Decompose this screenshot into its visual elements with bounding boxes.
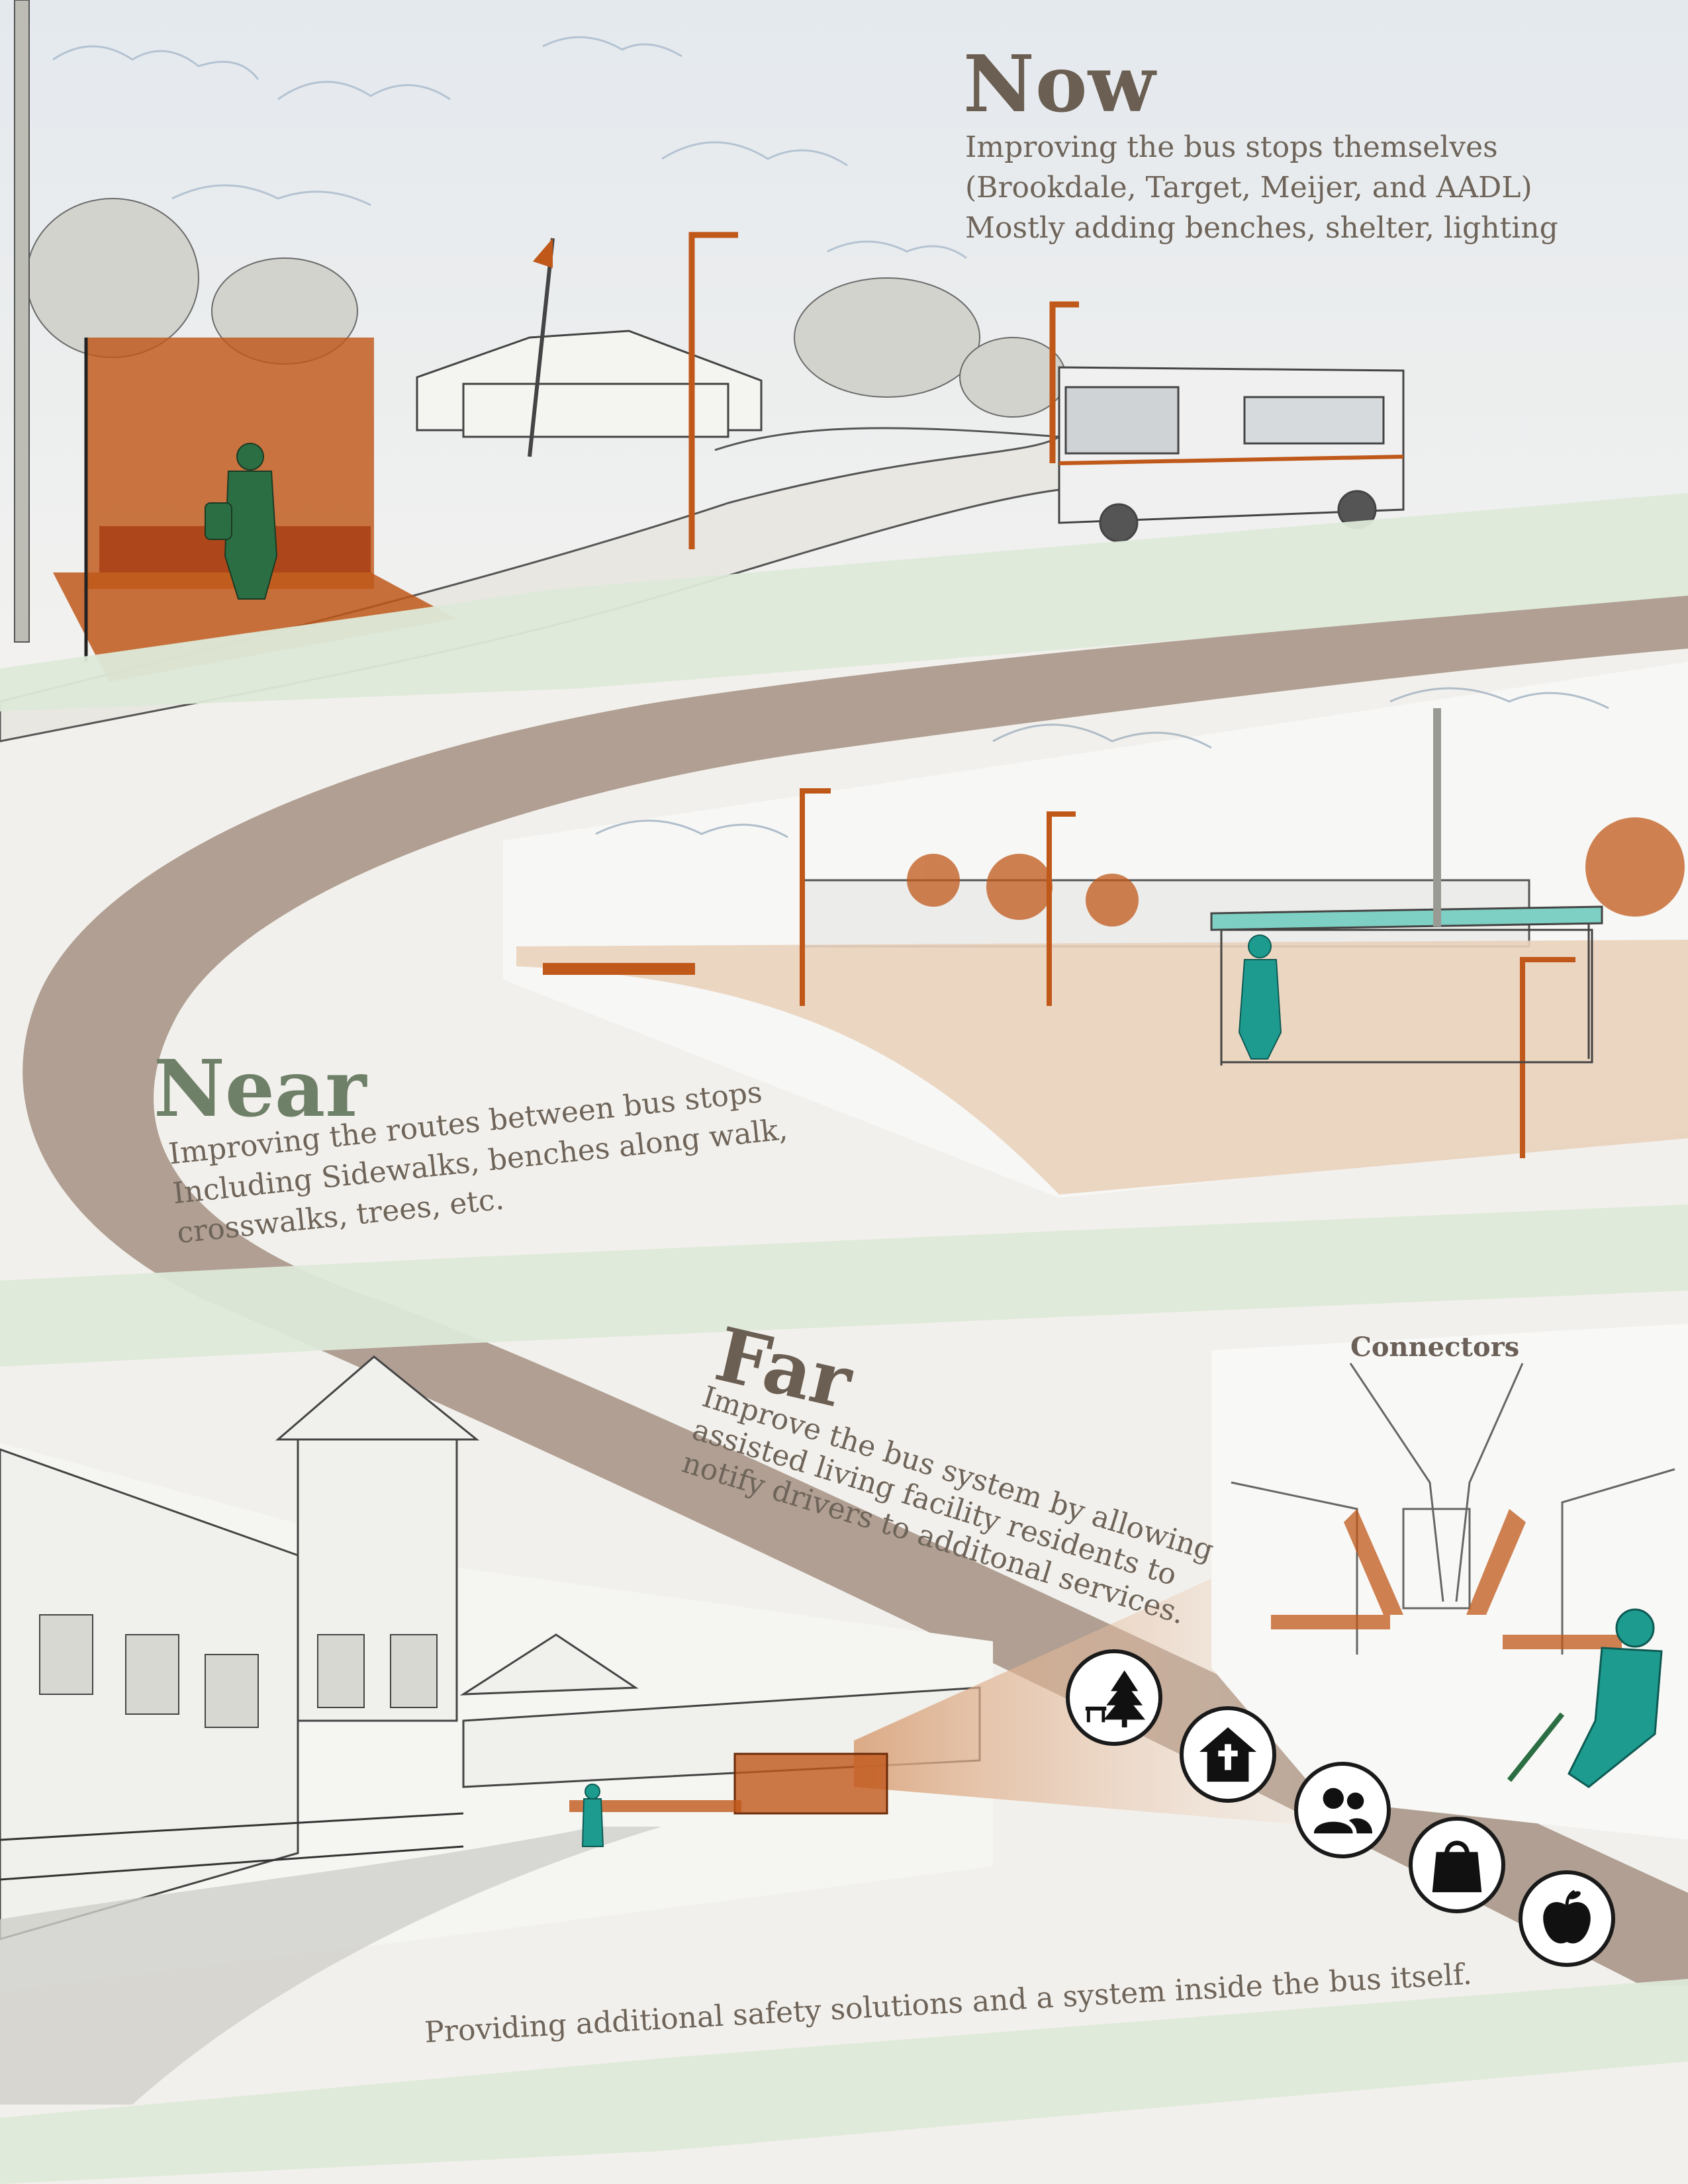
- near-heading: Near: [154, 1042, 367, 1134]
- now-heading: Now: [963, 38, 1156, 130]
- city-bus: [1058, 366, 1405, 543]
- near-scene: [503, 662, 1688, 1198]
- waiting-person-figure: [205, 443, 278, 600]
- church-icon: [1180, 1706, 1276, 1803]
- now-line-3: Mostly adding benches, shelter, lighting: [965, 211, 1558, 245]
- now-description: Improving the bus stops themselves (Broo…: [965, 127, 1660, 248]
- park-icon: [1066, 1649, 1162, 1746]
- now-line-1: Improving the bus stops themselves: [965, 130, 1498, 164]
- timeline-bands: [0, 493, 1688, 2184]
- people-icon: [1294, 1762, 1391, 1858]
- bus-interior-scene: [1211, 1324, 1688, 1840]
- apple-icon: [1519, 1870, 1615, 1967]
- connectors-label: Connectors: [1350, 1332, 1520, 1363]
- far-person-figure: [581, 1784, 604, 1847]
- shopping-bag-icon: [1409, 1817, 1505, 1913]
- bus-shelter: [1210, 905, 1603, 1066]
- bus-rider-figure: [1568, 1608, 1663, 1788]
- now-line-2: (Brookdale, Target, Meijer, and AADL): [965, 171, 1532, 205]
- near-person-figure: [1238, 934, 1282, 1060]
